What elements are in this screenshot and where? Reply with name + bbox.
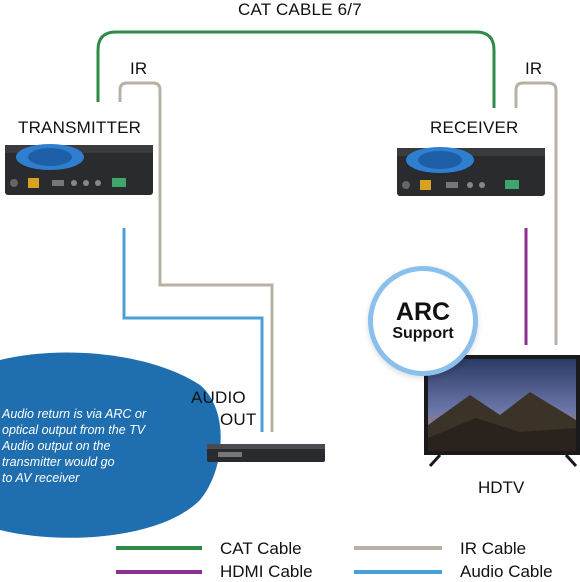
arc-support-badge: ARC Support xyxy=(368,266,478,376)
audio-out-device xyxy=(207,444,325,462)
hdtv-label: HDTV xyxy=(478,478,525,497)
note-line: Audio return is via ARC or xyxy=(2,407,147,421)
audio-cable xyxy=(122,228,264,432)
ir-cable-transmitter-top xyxy=(118,81,274,432)
legend-label-audio: Audio Cable xyxy=(460,562,553,581)
note-bubble xyxy=(0,352,221,538)
legend-label-hdmi: HDMI Cable xyxy=(220,562,313,581)
note-line: optical output from the TV xyxy=(2,423,146,437)
cat-cable xyxy=(96,30,496,108)
receiver-device xyxy=(397,147,545,196)
audio-return-note: Audio return is via ARC or optical outpu… xyxy=(2,406,198,486)
arc-badge-sub: Support xyxy=(392,325,454,342)
note-line: Audio output on the xyxy=(2,439,111,453)
arc-badge-main: ARC xyxy=(395,298,451,326)
audio-out-label-line1: AUDIO xyxy=(191,388,246,407)
legend-label-ir: IR Cable xyxy=(460,539,527,558)
note-line: to AV receiver xyxy=(2,471,80,485)
cat-cable-label: CAT CABLE 6/7 xyxy=(238,0,362,19)
tv-device xyxy=(424,355,580,468)
ir-cable-receiver xyxy=(514,81,558,345)
transmitter-ir-label: IR xyxy=(130,59,148,78)
tv-stand-right xyxy=(564,453,578,468)
receiver-ir-label: IR xyxy=(525,59,543,78)
note-line: transmitter would go xyxy=(2,455,115,469)
audio-out-label-line2: OUT xyxy=(220,410,257,429)
receiver-label: RECEIVER xyxy=(430,118,519,137)
tv-stand-left xyxy=(428,453,442,468)
transmitter-label: TRANSMITTER xyxy=(18,118,142,137)
legend-label-cat: CAT Cable xyxy=(220,539,302,558)
transmitter-device xyxy=(5,144,153,195)
